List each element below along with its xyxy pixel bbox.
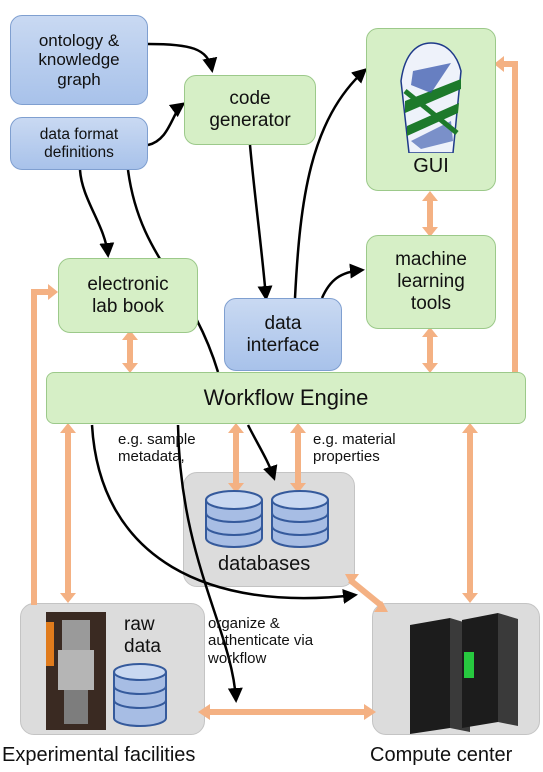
orange-workflow-to-gui: [500, 61, 518, 372]
ml-label: machine learning tools: [395, 249, 467, 314]
material-properties-annotation: e.g. material properties: [313, 431, 396, 466]
workflow-label: Workflow Engine: [203, 385, 369, 411]
workflow-engine-box: Workflow Engine: [46, 372, 526, 424]
ontology-label: ontology & knowledge graph: [38, 30, 120, 89]
arrow-datainterface-to-ml: [320, 263, 365, 299]
code-generator-label: code generator: [209, 88, 291, 131]
code-generator-box: code generator: [184, 75, 316, 145]
arrow-workflow-to-compute: [90, 424, 358, 604]
arrow-workflow-to-rawdata: [176, 424, 243, 703]
data-format-definitions-box: data format definitions: [10, 117, 148, 170]
data-interface-box: data interface: [224, 298, 342, 371]
electronic-lab-book-box: electronic lab book: [58, 258, 198, 333]
arrow-dataformat-to-codegen: [147, 102, 186, 147]
compute-center-caption: Compute center: [370, 744, 513, 766]
orange-exp-to-elab: [31, 289, 52, 605]
gui-visualization-icon: [400, 42, 462, 153]
machine-learning-tools-box: machine learning tools: [366, 235, 496, 329]
data-interface-label: data interface: [246, 312, 320, 356]
arrow-dataformat-to-elab: [78, 169, 115, 258]
gui-label: GUI: [413, 155, 449, 177]
raw-data-label: raw data: [124, 614, 161, 657]
arrow-datainterface-to-gui: [293, 67, 368, 299]
databases-label: databases: [218, 553, 311, 575]
orange-db-compute: [348, 577, 384, 609]
data-format-label: data format definitions: [39, 125, 119, 161]
sample-metadata-annotation: e.g. sample metadata,: [118, 431, 196, 466]
arrow-workflow-to-databases: [246, 424, 278, 481]
arrow-codegen-to-datainterface: [248, 144, 273, 301]
organize-authenticate-annotation: organize & authenticate via workflow: [208, 615, 314, 667]
ontology-knowledge-graph-box: ontology & knowledge graph: [10, 15, 148, 105]
gui-box: GUI: [366, 28, 496, 191]
arrow-ontology-to-codegen: [147, 42, 218, 73]
elab-label: electronic lab book: [87, 273, 169, 317]
experimental-facilities-caption: Experimental facilities: [2, 744, 196, 766]
